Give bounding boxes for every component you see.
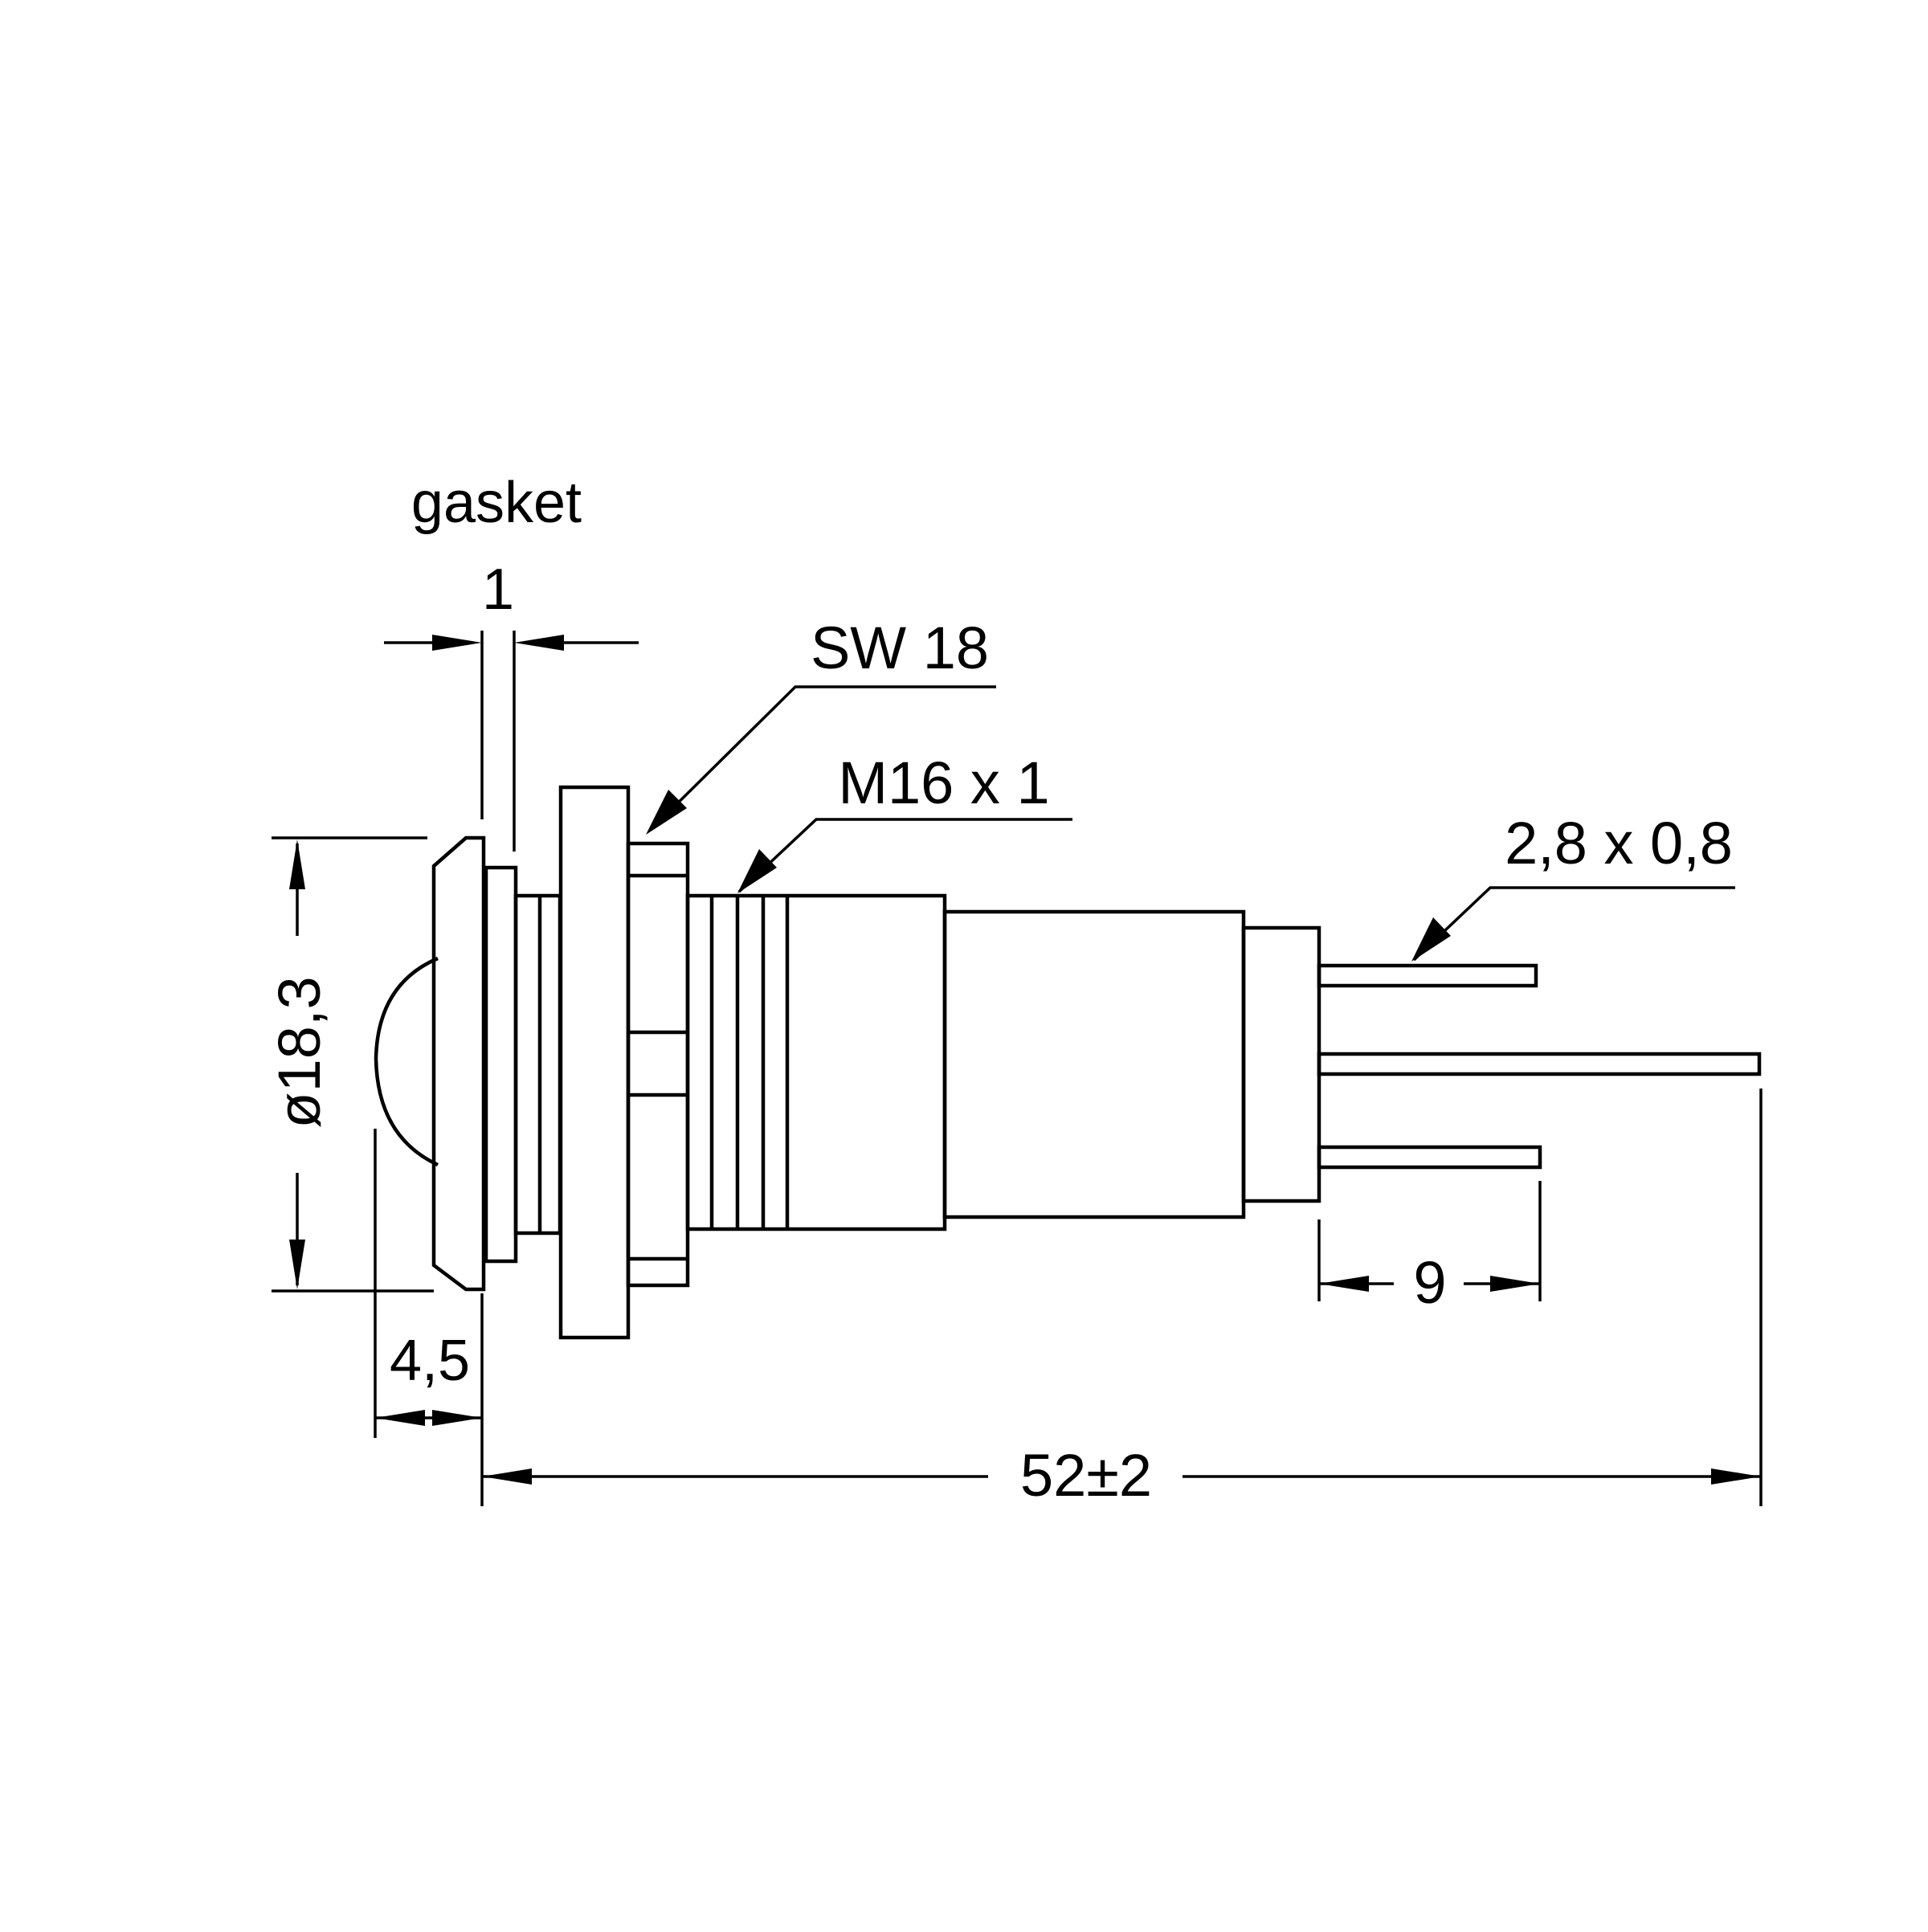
leader-line-thread [737,818,1072,893]
arrowhead [289,1240,305,1289]
arrowhead [737,849,777,893]
leader-line-sw [652,685,996,829]
terminal-base [1241,925,1321,1203]
hex-nut [558,785,631,1340]
gasket-thickness-label: 1 [482,558,514,622]
gasket-label: gasket [411,471,582,535]
diameter-label: ø18,3 [266,976,333,1128]
leader-line-terminal [1412,886,1735,962]
arrowhead [646,790,687,835]
arrowhead [432,635,482,651]
lens-dome [374,956,439,1167]
arrowhead [1411,917,1451,962]
front-neck [513,893,562,1236]
arrowhead [514,635,564,651]
gasket [484,865,518,1264]
rear-housing [942,909,1246,1219]
total-length-label: 52±2 [1020,1442,1152,1509]
arrowhead [1319,1276,1369,1292]
terminal-middle [1317,1052,1762,1076]
terminal-length-label: 9 [1413,1249,1446,1316]
lens-protrusion-label: 4,5 [390,1329,470,1393]
bezel [431,835,486,1292]
arrowhead [432,1410,482,1426]
terminal-size-label: 2,8 x 0,8 [1505,810,1733,876]
arrowhead [1711,1468,1761,1485]
threaded-body [685,893,947,1231]
thread-label: M16 x 1 [838,750,1049,816]
terminal-top [1317,963,1538,988]
nut-washer [626,841,690,1288]
arrowhead [375,1410,425,1426]
wrench-size-label: SW 18 [811,615,989,681]
arrowhead [482,1468,532,1485]
terminal-bottom [1317,1145,1542,1170]
arrowhead [1490,1276,1540,1292]
arrowhead [289,839,305,889]
